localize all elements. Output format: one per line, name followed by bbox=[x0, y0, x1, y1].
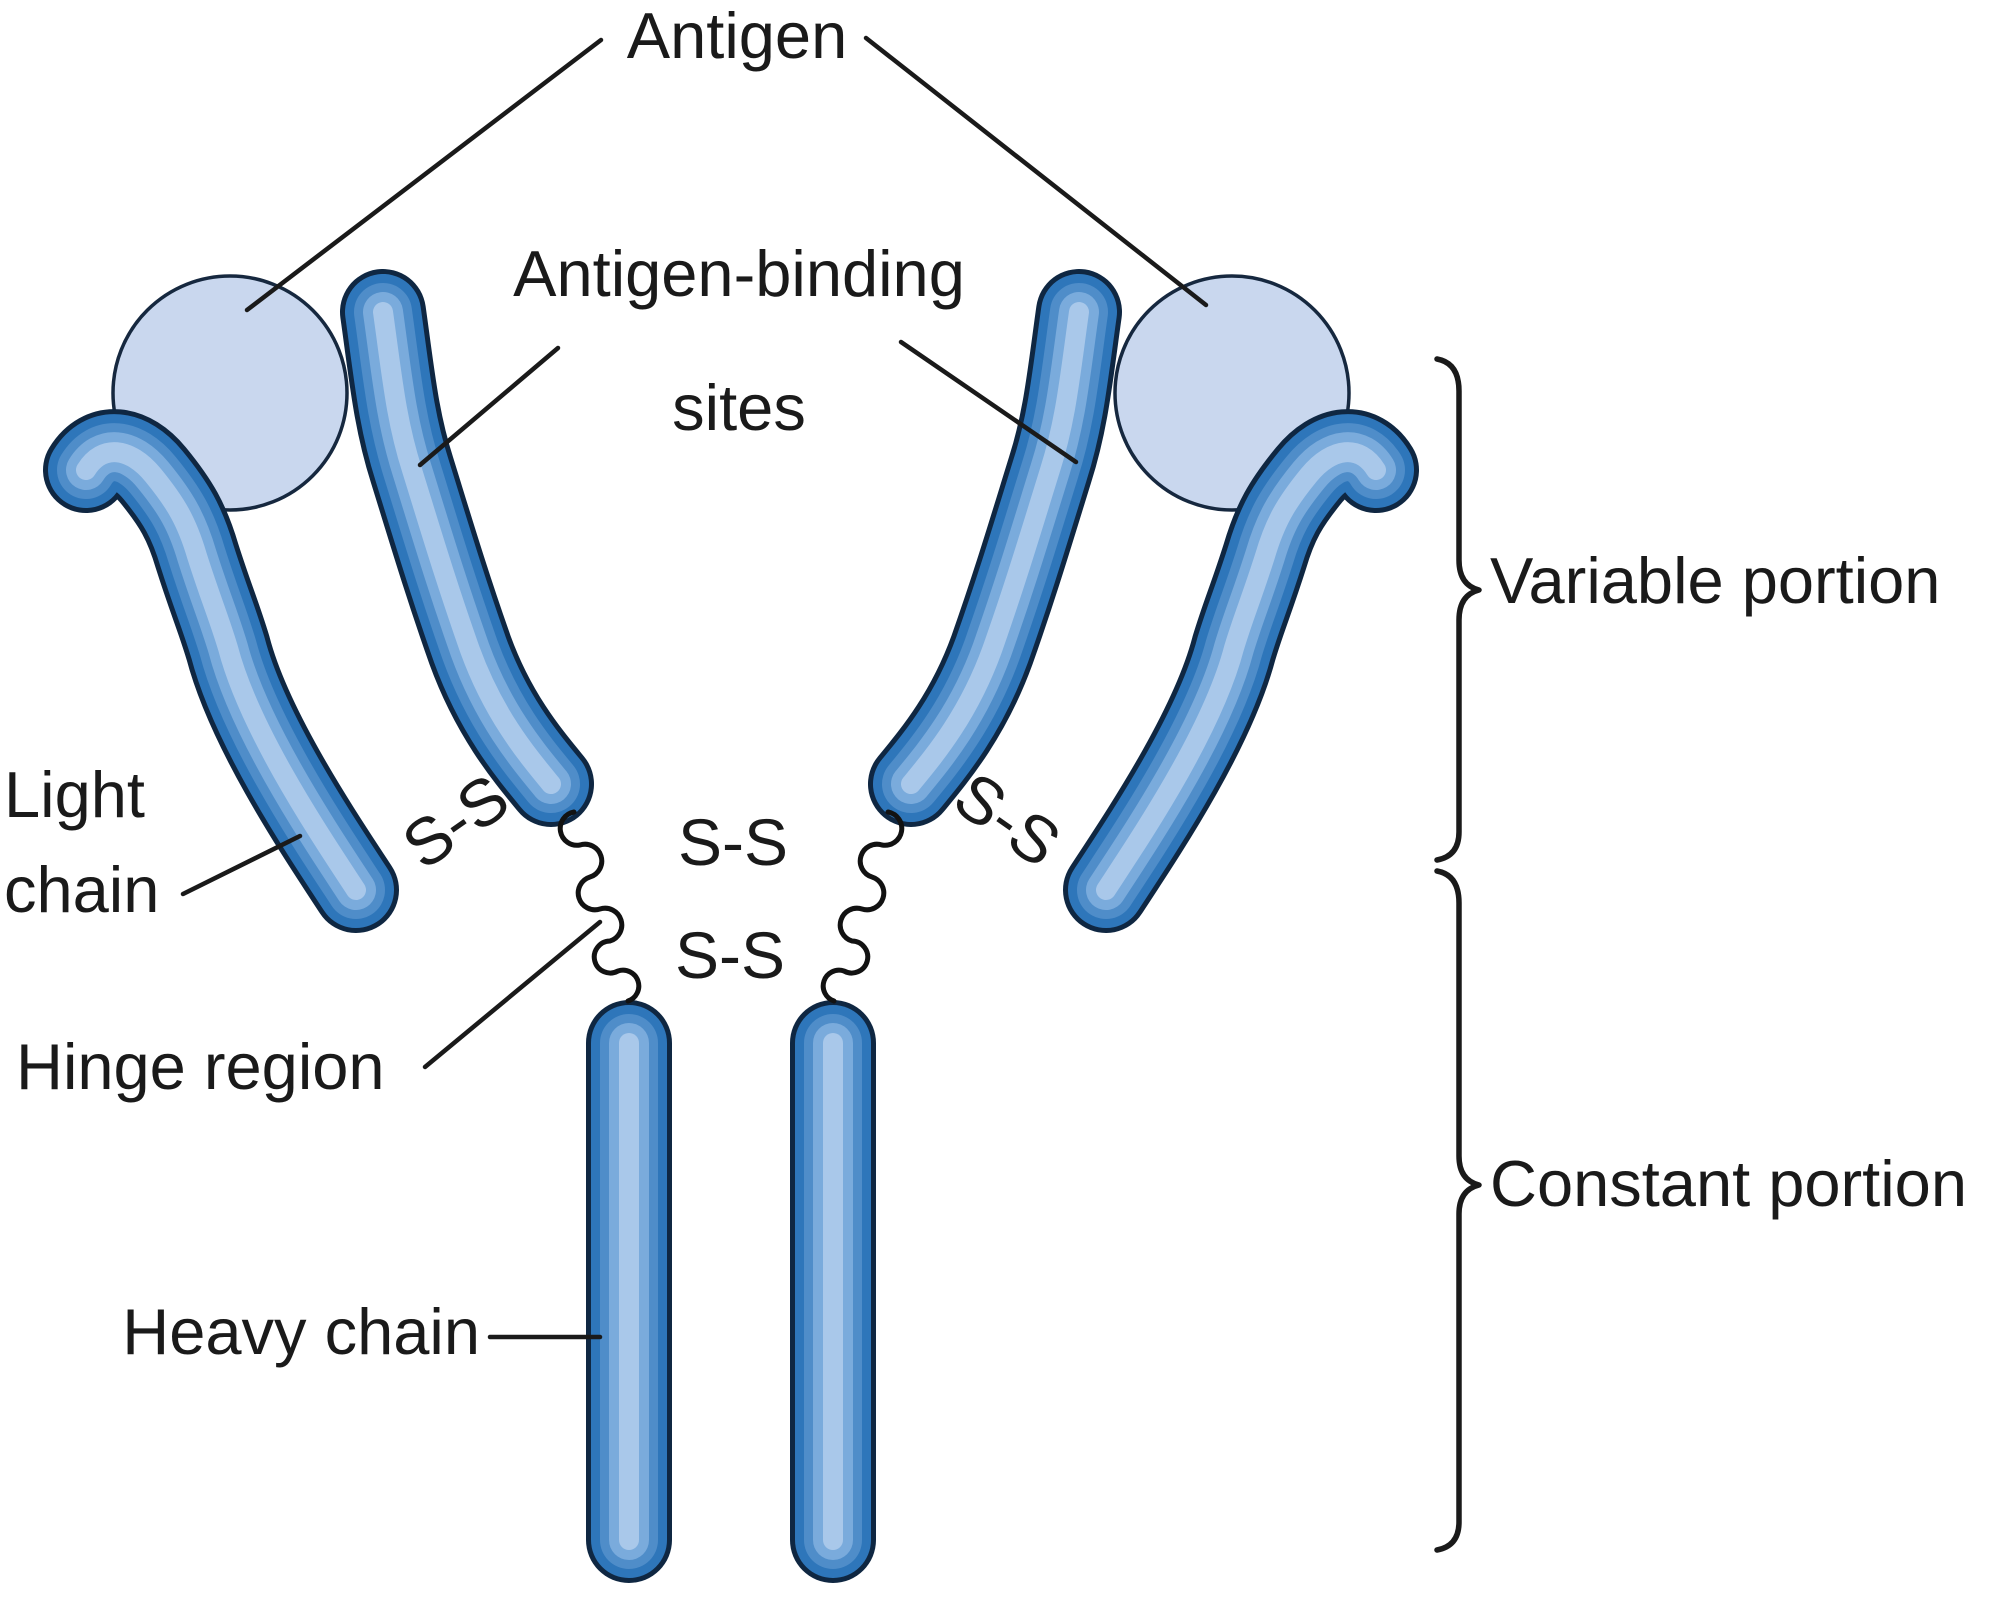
constant-portion-brace bbox=[1434, 868, 1482, 1553]
antibody-right-half bbox=[823, 312, 1376, 1540]
antigen-label: Antigen bbox=[627, 0, 847, 72]
disulfide-bond-label-center-upper: S-S bbox=[678, 805, 788, 879]
antibody-left-half bbox=[86, 312, 639, 1540]
light-chain-label-line1: Light bbox=[4, 758, 145, 831]
antigen-binding-sites-label-line2: sites bbox=[672, 371, 806, 444]
variable-portion-label: Variable portion bbox=[1490, 544, 1940, 617]
light-chain-right bbox=[1106, 452, 1376, 890]
antigen-pointer-left bbox=[244, 37, 604, 313]
antigen-binding-pointer-right bbox=[898, 339, 1079, 465]
hinge-region-label: Hinge region bbox=[16, 1030, 385, 1103]
light-chain-label-line2: chain bbox=[4, 853, 159, 926]
heavy-chain-left-arm bbox=[383, 312, 551, 784]
light-chain-pointer bbox=[180, 833, 303, 897]
heavy-chain-label: Heavy chain bbox=[122, 1295, 480, 1368]
disulfide-bond-label-center-lower: S-S bbox=[675, 918, 785, 992]
constant-portion-label: Constant portion bbox=[1490, 1147, 1967, 1220]
hinge-squiggle-left bbox=[557, 809, 642, 1004]
hinge-squiggle-right bbox=[820, 809, 905, 1004]
heavy-chain-right-arm bbox=[911, 312, 1079, 784]
antigen-binding-pointer-left bbox=[417, 345, 561, 468]
hinge-region-pointer bbox=[422, 919, 603, 1070]
antigen-binding-sites-label-line1: Antigen-binding bbox=[513, 237, 965, 310]
antigen-pointer-right bbox=[863, 35, 1209, 308]
variable-portion-brace bbox=[1434, 356, 1482, 863]
